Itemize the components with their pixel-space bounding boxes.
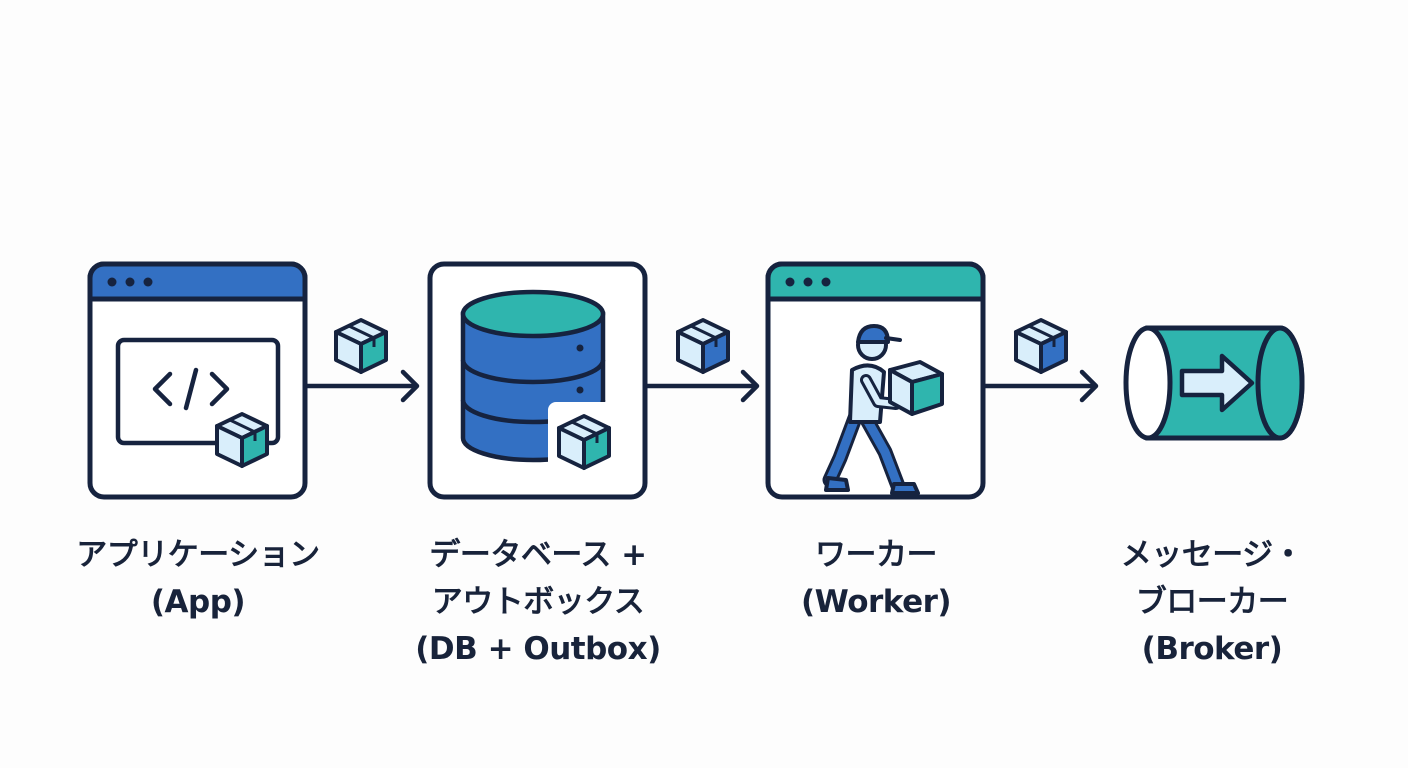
message-box-icon	[548, 402, 618, 474]
message-box-icon	[215, 412, 269, 468]
db-label-line2: アウトボックス	[431, 584, 645, 620]
db-label: データベース + アウトボックス (DB + Outbox)	[388, 532, 688, 673]
db-label-line1: データベース +	[429, 537, 647, 573]
message-box-icon	[1014, 318, 1068, 374]
arrow-head-icon	[1079, 369, 1099, 403]
connector-db-worker	[645, 318, 760, 403]
broker-label-line1: メッセージ・	[1120, 537, 1304, 573]
db-label-line3: (DB + Outbox)	[415, 631, 661, 667]
broker-label: メッセージ・ ブローカー (Broker)	[1062, 532, 1362, 673]
app-window-titlebar	[87, 261, 308, 302]
arrow-head-icon	[740, 369, 760, 403]
worker-label: ワーカー (Worker)	[726, 532, 1026, 626]
connector-worker-broker	[983, 318, 1099, 403]
worker-label-line1: ワーカー	[815, 537, 938, 573]
app-label-line1: アプリケーション	[76, 537, 320, 573]
window-dots-icon	[785, 277, 831, 287]
pipe-arrow-icon	[1123, 325, 1305, 441]
arrow-head-icon	[400, 369, 420, 403]
broker-label-line3: (Broker)	[1141, 631, 1283, 667]
worker-carrying-box-icon	[822, 324, 944, 495]
connector-app-db	[305, 318, 420, 403]
db-node	[427, 261, 648, 500]
worker-label-line2: (Worker)	[800, 584, 952, 620]
broker-label-line2: ブローカー	[1135, 584, 1289, 620]
worker-node	[765, 261, 986, 500]
broker-node	[1123, 325, 1305, 441]
worker-window-titlebar	[765, 261, 986, 302]
message-box-icon	[676, 318, 730, 374]
app-node	[87, 261, 308, 500]
app-label: アプリケーション (App)	[48, 532, 348, 626]
app-label-line2: (App)	[150, 584, 246, 620]
message-box-icon	[334, 318, 388, 374]
window-dots-icon	[107, 277, 153, 287]
